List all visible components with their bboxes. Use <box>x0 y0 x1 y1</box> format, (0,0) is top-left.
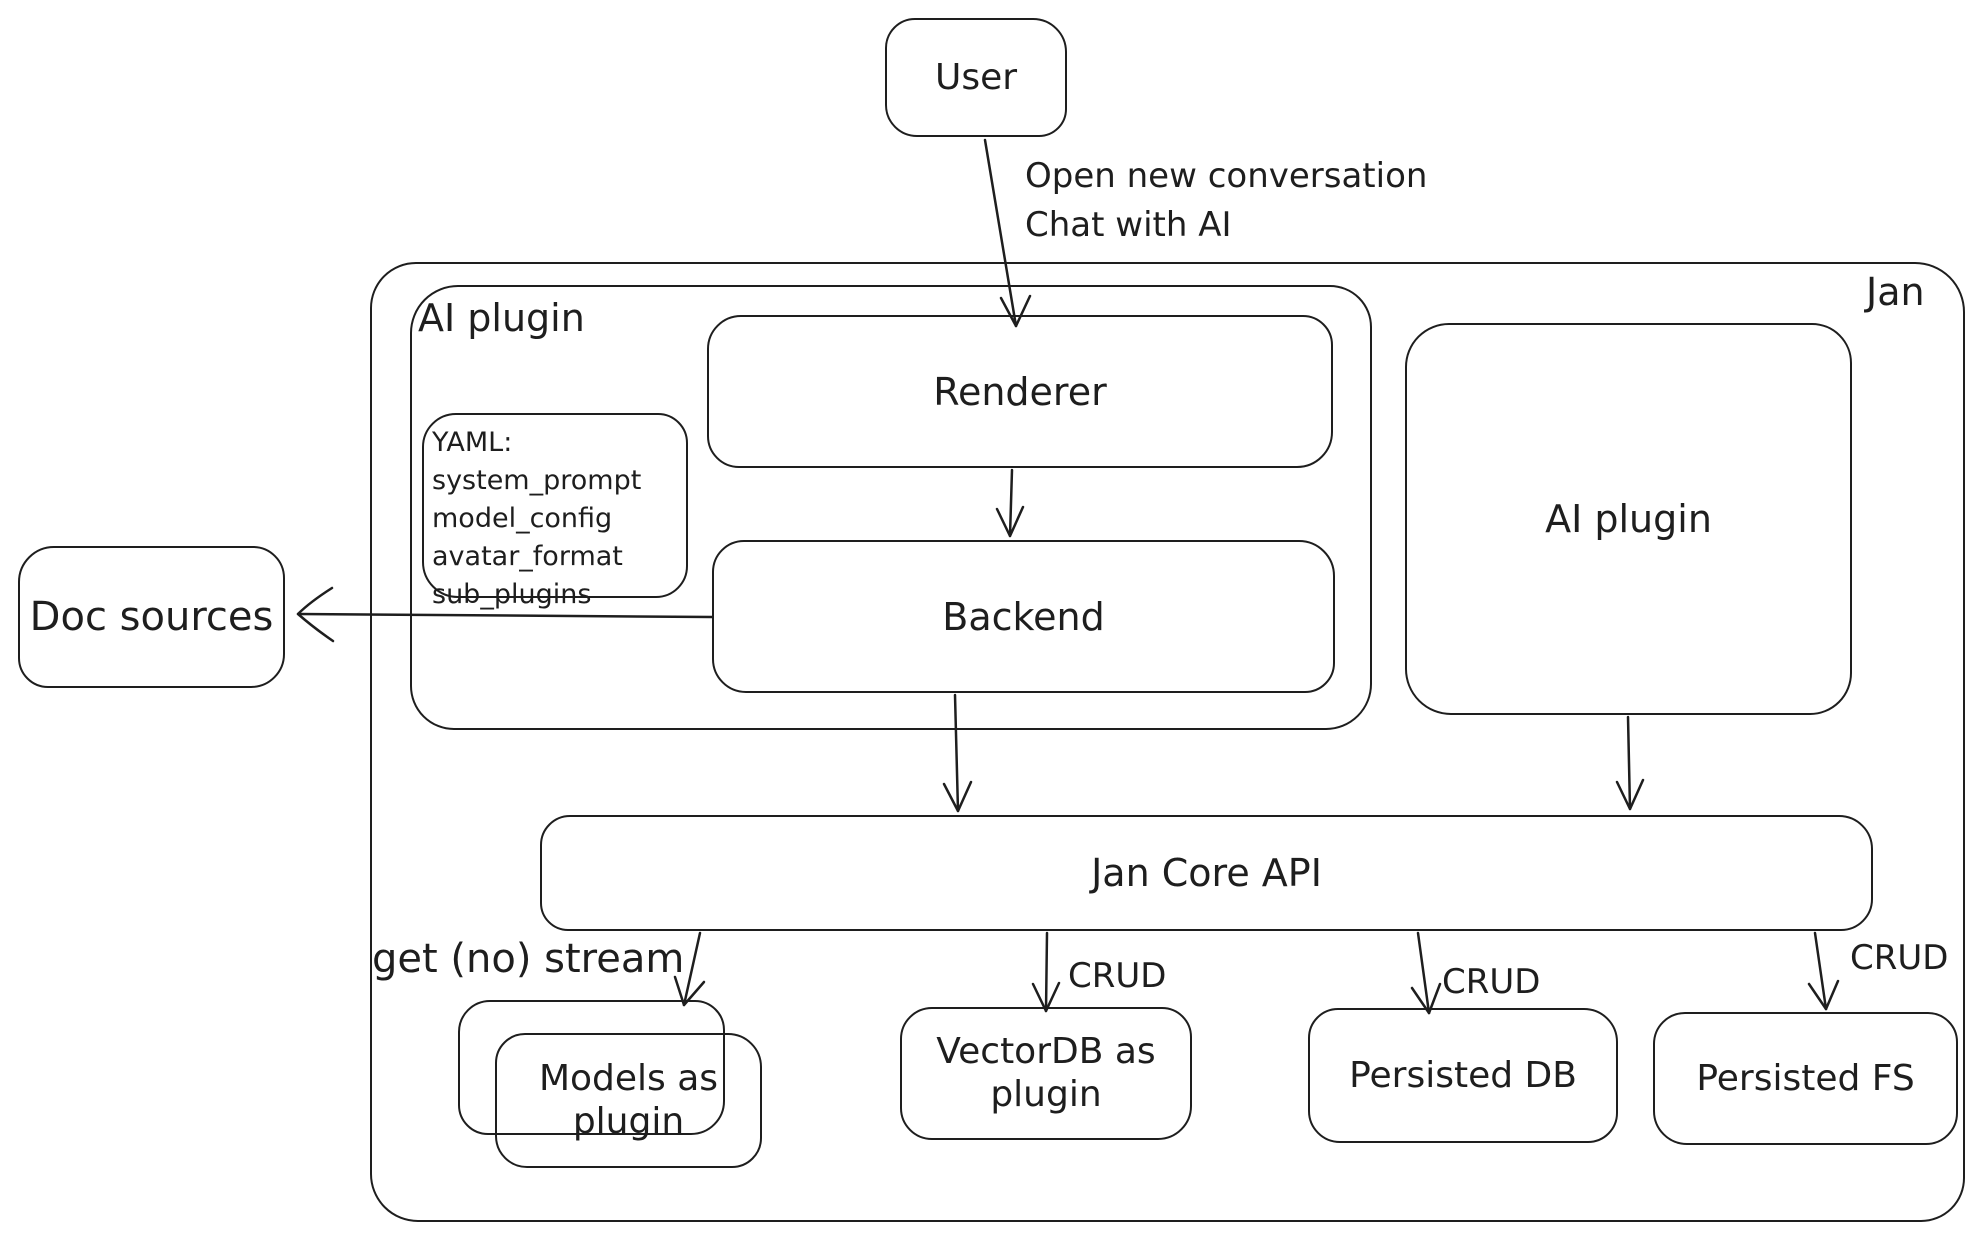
get-no-stream-edge-label: get (no) stream <box>372 936 685 982</box>
user-edge-label: Open new conversation Chat with AI <box>1025 152 1427 251</box>
models-node-label: Models as plugin <box>538 1058 719 1142</box>
yaml-note-line: sub_plugins <box>432 579 592 610</box>
yaml-note-line: avatar_format <box>432 541 623 572</box>
backend-node: Backend <box>712 540 1335 693</box>
crud-fs-edge-label: CRUD <box>1850 938 1949 978</box>
yaml-note-box <box>422 413 688 598</box>
yaml-note-line: model_config <box>432 503 613 534</box>
persisted-fs-node: Persisted FS <box>1653 1012 1958 1145</box>
user-edge-label-line2: Chat with AI <box>1025 205 1232 246</box>
renderer-node: Renderer <box>707 315 1333 468</box>
user-node-label: User <box>934 57 1018 98</box>
backend-node-label: Backend <box>942 594 1105 639</box>
jan-core-api-node: Jan Core API <box>540 815 1873 931</box>
yaml-note-title: YAML: <box>432 427 513 458</box>
crud-db-edge-label: CRUD <box>1442 962 1541 1002</box>
ai-plugin-right-node: AI plugin <box>1405 323 1852 715</box>
user-edge-label-line1: Open new conversation <box>1025 156 1428 196</box>
crud-vectordb-edge-label: CRUD <box>1068 956 1167 996</box>
models-node-outer <box>458 1000 725 1135</box>
vectordb-node-label: VectorDB as plugin <box>936 1031 1156 1115</box>
yaml-note-line: system_prompt <box>432 465 642 496</box>
user-node: User <box>885 18 1067 137</box>
ai-plugin-right-node-label: AI plugin <box>1545 497 1712 541</box>
yaml-note-text: YAML: system_prompt model_config avatar_… <box>432 424 641 614</box>
models-node: Models as plugin <box>495 1033 762 1168</box>
persisted-fs-node-label: Persisted FS <box>1696 1058 1915 1099</box>
doc-sources-node-label: Doc sources <box>29 594 274 640</box>
vectordb-node: VectorDB as plugin <box>900 1007 1192 1140</box>
persisted-db-node: Persisted DB <box>1308 1008 1618 1143</box>
ai-plugin-container-box <box>410 285 1372 730</box>
doc-sources-node: Doc sources <box>18 546 285 688</box>
persisted-db-node-label: Persisted DB <box>1349 1055 1577 1096</box>
jan-container-box <box>370 262 1965 1222</box>
renderer-node-label: Renderer <box>933 369 1107 414</box>
jan-core-api-node-label: Jan Core API <box>1091 851 1322 895</box>
jan-container-label: Jan <box>1866 270 1925 314</box>
ai-plugin-container-label: AI plugin <box>418 296 585 340</box>
